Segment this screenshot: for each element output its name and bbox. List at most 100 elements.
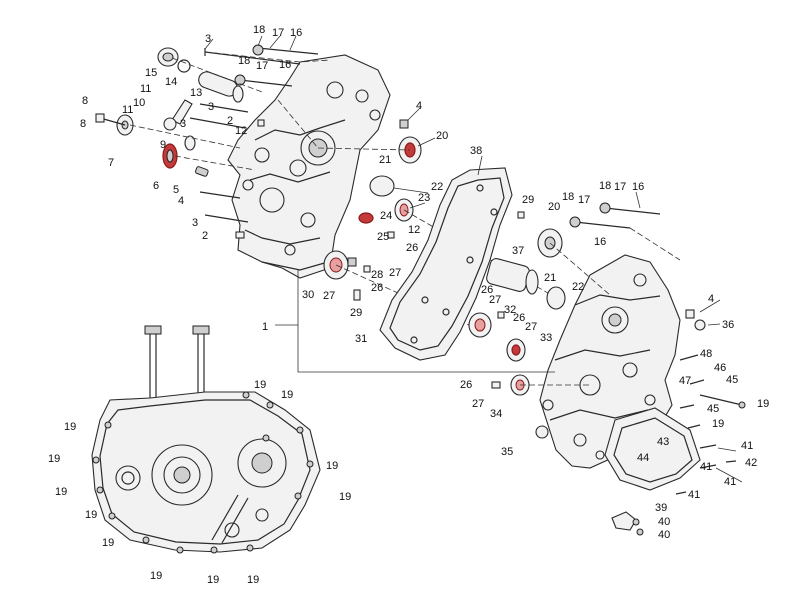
callout-41: 41 [724, 476, 736, 488]
callout-33: 33 [540, 332, 552, 344]
callout-16: 16 [279, 59, 291, 71]
callout-27: 27 [472, 398, 484, 410]
callout-7: 7 [108, 157, 114, 169]
callout-29: 29 [522, 194, 534, 206]
callout-43: 43 [657, 436, 669, 448]
callout-28: 28 [371, 269, 383, 281]
crankcase-left-half-icon [227, 54, 391, 279]
callout-21: 21 [544, 272, 556, 284]
left-side-parts [95, 44, 331, 239]
callout-5: 5 [173, 184, 179, 196]
callout-19: 19 [64, 421, 76, 433]
callout-17: 17 [272, 27, 284, 39]
callout-21: 21 [379, 154, 391, 166]
callout-2: 2 [227, 115, 233, 127]
callout-18: 18 [562, 191, 574, 203]
callout-19: 19 [85, 509, 97, 521]
callout-17: 17 [614, 181, 626, 193]
callout-40: 40 [658, 516, 670, 528]
callout-1: 1 [262, 321, 268, 333]
callout-26: 26 [460, 379, 472, 391]
callout-45: 45 [726, 374, 738, 386]
callout-18: 18 [599, 180, 611, 192]
callout-31: 31 [355, 333, 367, 345]
callout-11: 11 [122, 104, 133, 116]
callout-4: 4 [178, 195, 184, 207]
callout-19: 19 [757, 398, 769, 410]
callout-3: 3 [192, 217, 198, 229]
callout-2: 2 [202, 230, 208, 242]
callout-25: 25 [377, 231, 389, 243]
callout-27: 27 [489, 294, 501, 306]
callout-18: 18 [253, 24, 265, 36]
right-side-parts [468, 202, 746, 536]
assembled-crankcase-icon [91, 325, 321, 554]
callout-41: 41 [700, 461, 712, 473]
callout-19: 19 [254, 379, 266, 391]
callout-20: 20 [548, 201, 560, 213]
callout-27: 27 [525, 321, 537, 333]
callout-35: 35 [501, 446, 513, 458]
callout-12: 12 [408, 224, 420, 236]
callout-19: 19 [339, 491, 351, 503]
callout-12: 12 [235, 125, 247, 137]
callout-11: 11 [140, 83, 151, 95]
callout-41: 41 [741, 440, 753, 452]
callout-4: 4 [708, 293, 714, 305]
callout-8: 8 [82, 95, 88, 107]
callout-13: 13 [190, 87, 202, 99]
callout-41: 41 [688, 489, 700, 501]
callout-22: 22 [431, 181, 443, 193]
callout-6: 6 [153, 180, 159, 192]
callout-9: 9 [160, 139, 166, 151]
callout-20: 20 [436, 130, 448, 142]
callout-44: 44 [637, 452, 649, 464]
callout-16: 16 [632, 181, 644, 193]
callout-37: 37 [512, 245, 524, 257]
callout-32: 32 [504, 304, 516, 316]
callout-26: 26 [406, 242, 418, 254]
callout-19: 19 [281, 389, 293, 401]
callout-19: 19 [102, 537, 114, 549]
callout-30: 30 [302, 289, 314, 301]
callout-10: 10 [133, 97, 145, 109]
callout-22: 22 [572, 281, 584, 293]
callout-3: 3 [205, 33, 211, 45]
callout-3: 3 [208, 101, 214, 113]
callout-17: 17 [578, 194, 590, 206]
callout-26: 26 [481, 284, 493, 296]
callout-14: 14 [165, 76, 177, 88]
callout-19: 19 [247, 574, 259, 586]
callout-16: 16 [594, 236, 606, 248]
crankcase-right-half-icon [539, 254, 701, 491]
callout-labels: 1 2 2 3 3 3 3 4 4 4 5 6 7 8 8 9 10 11 11… [48, 24, 769, 586]
callout-23: 23 [418, 192, 430, 204]
gasket-icon [379, 167, 513, 361]
callout-15: 15 [145, 67, 157, 79]
callout-29: 29 [350, 307, 362, 319]
callout-27: 27 [323, 290, 335, 302]
callout-39: 39 [655, 502, 667, 514]
callout-34: 34 [490, 408, 502, 420]
callout-38: 38 [470, 145, 482, 157]
callout-45: 45 [707, 403, 719, 415]
callout-4: 4 [416, 100, 422, 112]
callout-46: 46 [714, 362, 726, 374]
callout-19: 19 [712, 418, 724, 430]
callout-19: 19 [207, 574, 219, 586]
callout-26: 26 [513, 312, 525, 324]
callout-47: 47 [679, 375, 691, 387]
callout-19: 19 [55, 486, 67, 498]
callout-19: 19 [48, 453, 60, 465]
callout-48: 48 [700, 348, 712, 360]
callout-3: 3 [180, 118, 186, 130]
callout-36: 36 [722, 319, 734, 331]
callout-19: 19 [326, 460, 338, 472]
leader-lines [204, 35, 743, 483]
callout-17: 17 [256, 60, 268, 72]
callout-18: 18 [238, 55, 250, 67]
callout-27: 27 [389, 267, 401, 279]
callout-40: 40 [658, 529, 670, 541]
callout-26: 26 [371, 282, 383, 294]
